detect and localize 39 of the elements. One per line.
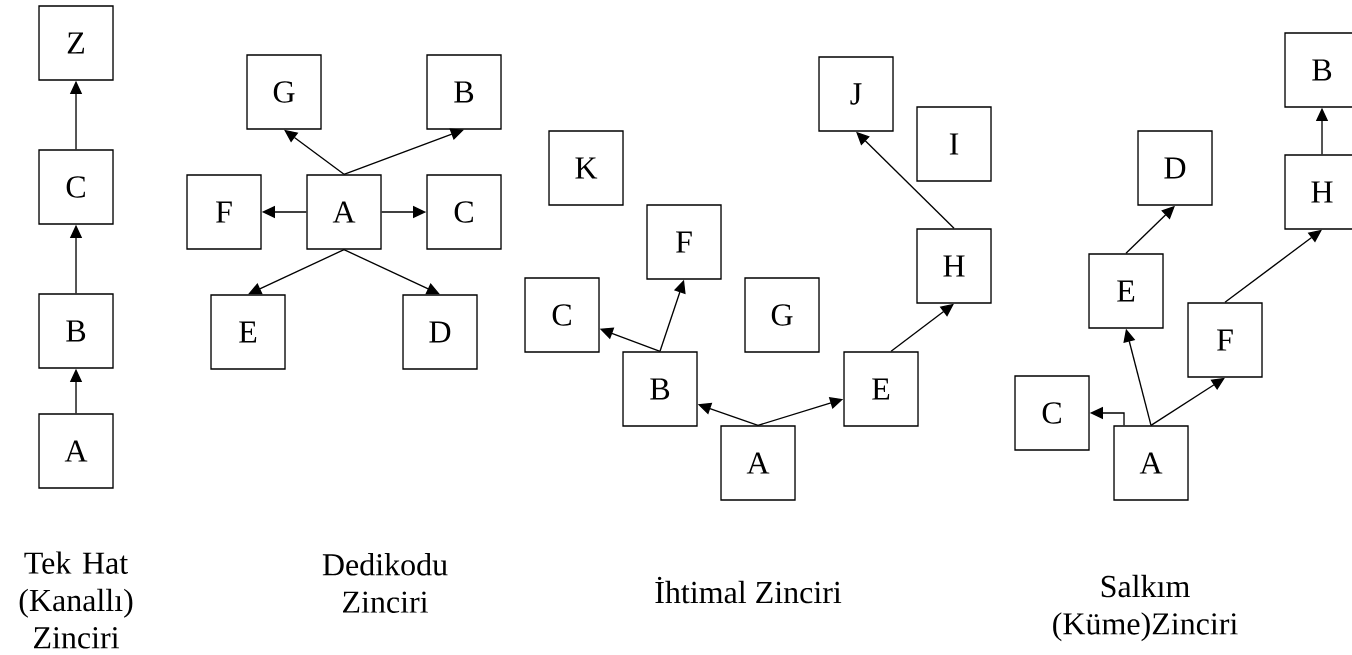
- arrow: [1224, 229, 1322, 303]
- letter-box: Z: [38, 5, 114, 81]
- letter-box: F: [1187, 302, 1263, 378]
- letter-box: I: [916, 106, 992, 182]
- letter-box: E: [210, 294, 286, 370]
- letter-box: G: [246, 54, 322, 130]
- letter-box: H: [1284, 154, 1352, 230]
- letter-box: C: [524, 277, 600, 353]
- letter-box: F: [186, 174, 262, 250]
- letter-box: B: [426, 54, 502, 130]
- arrow: [248, 249, 345, 295]
- letter-box: K: [548, 130, 624, 206]
- letter-box: C: [426, 174, 502, 250]
- arrow: [890, 303, 954, 352]
- letter-box: A: [720, 425, 796, 501]
- chain-caption: Dedikodu Zinciri: [322, 553, 448, 613]
- letter-box: B: [622, 351, 698, 427]
- letter-box: C: [38, 149, 114, 225]
- letter-box: H: [916, 228, 992, 304]
- letter-box: J: [818, 56, 894, 132]
- letter-box: B: [1284, 32, 1352, 108]
- arrow: [343, 128, 464, 175]
- letter-box: D: [1137, 130, 1213, 206]
- letter-box: A: [306, 174, 382, 250]
- chain-caption: İhtimal Zinciri: [655, 576, 842, 604]
- letter-box: E: [843, 351, 919, 427]
- arrow: [1150, 377, 1225, 426]
- letter-box: C: [1014, 375, 1090, 451]
- letter-box: E: [1088, 253, 1164, 329]
- letter-box: D: [402, 294, 478, 370]
- arrow: [343, 249, 440, 295]
- letter-box: B: [38, 293, 114, 369]
- chain-caption: Tek Hat (Kanallı) Zinciri: [19, 551, 133, 649]
- chain-caption: Salkım (Küme)Zinciri: [1053, 574, 1238, 642]
- letter-box: G: [744, 277, 820, 353]
- arrow: [284, 129, 345, 175]
- letter-box: F: [646, 204, 722, 280]
- letter-box: A: [38, 413, 114, 489]
- letter-box: A: [1113, 425, 1189, 501]
